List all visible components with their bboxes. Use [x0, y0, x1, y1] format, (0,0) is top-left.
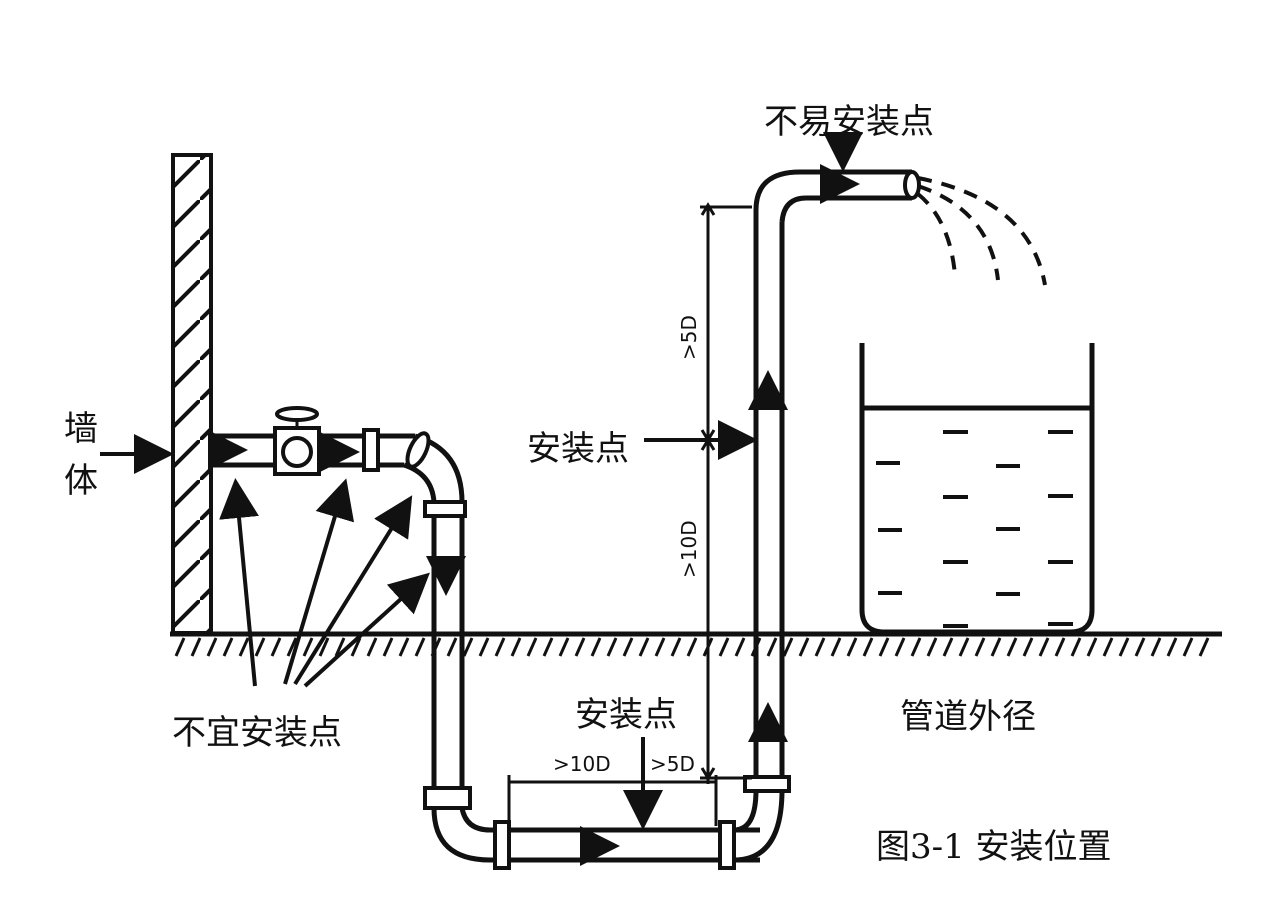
down-pipe: [423, 516, 472, 810]
ground-tick: [990, 637, 1002, 657]
ground-tick: [254, 637, 266, 657]
ground-tick: [462, 637, 474, 657]
ground-tick: [1198, 637, 1210, 657]
pointers: [100, 132, 863, 830]
rising-pipe: [748, 164, 1047, 777]
ground-tick: [1022, 637, 1034, 657]
ground-tick: [638, 637, 650, 657]
label-dim-5d-horizontal: >5D: [650, 752, 695, 776]
ground-tick: [974, 637, 986, 657]
ground-tick: [734, 637, 746, 657]
ground-tick: [190, 637, 202, 657]
ground-tick: [1118, 637, 1130, 657]
ground-tick: [606, 637, 618, 657]
ground-tick: [894, 637, 906, 657]
label-dim-10d-horizontal: >10D: [553, 752, 611, 776]
vertical-dimensions: [700, 202, 752, 784]
label-dim-5d-vertical: >5D: [677, 315, 701, 360]
water-tank: [859, 343, 1095, 635]
ground-tick: [686, 637, 698, 657]
bottom-pipe: [431, 775, 791, 870]
ground-tick: [1134, 637, 1146, 657]
ground-tick: [286, 637, 298, 657]
ground-tick: [798, 637, 810, 657]
horizontal-dimensions: [507, 775, 718, 826]
ground-tick: [862, 637, 874, 657]
ground-tick: [958, 637, 970, 657]
ground-tick: [878, 637, 890, 657]
ground-tick: [414, 637, 426, 657]
ground-tick: [1070, 637, 1082, 657]
ground-tick: [334, 637, 346, 657]
ground-tick: [574, 637, 586, 657]
ground-tick: [1182, 637, 1194, 657]
ground-tick: [1006, 637, 1018, 657]
ground-tick: [366, 637, 378, 657]
ground-tick: [622, 637, 634, 657]
ground-tick: [942, 637, 954, 657]
ground-tick: [766, 637, 778, 657]
ground-tick: [350, 637, 362, 657]
ground-tick: [446, 637, 458, 657]
ground-tick: [590, 637, 602, 657]
ground-tick: [206, 637, 218, 657]
label-install-point-horizontal: 安装点: [575, 695, 677, 735]
ground-tick: [174, 637, 186, 657]
ground-tick: [1166, 637, 1178, 657]
ground-tick: [1086, 637, 1098, 657]
ground: [170, 631, 1222, 657]
label-wall-2: 体: [64, 461, 98, 501]
ground-tick: [558, 637, 570, 657]
ground-tick: [926, 637, 938, 657]
ground-tick: [398, 637, 410, 657]
label-not-easy: 不易安装点: [764, 102, 934, 142]
ground-tick: [782, 637, 794, 657]
upper-pipe: [208, 406, 415, 476]
ground-tick: [910, 637, 922, 657]
elbow-down: [403, 431, 467, 518]
ground-tick: [1150, 637, 1162, 657]
ground-tick: [542, 637, 554, 657]
figure-caption: 图3-1 安装位置: [876, 827, 1112, 867]
label-pipe-outer-diameter: 管道外径: [900, 697, 1036, 737]
ground-tick: [318, 637, 330, 657]
ground-tick: [478, 637, 490, 657]
ground-tick: [270, 637, 282, 657]
ground-tick: [526, 637, 538, 657]
ground-tick: [510, 637, 522, 657]
wall: [171, 153, 213, 635]
label-dim-10d-vertical: >10D: [677, 520, 701, 578]
ground-tick: [1102, 637, 1114, 657]
label-wall-1: 墙: [64, 409, 98, 449]
ground-tick: [846, 637, 858, 657]
ground-tick: [382, 637, 394, 657]
ground-tick: [494, 637, 506, 657]
label-not-suitable: 不宜安装点: [172, 713, 342, 753]
ground-tick: [1038, 637, 1050, 657]
ground-tick: [302, 637, 314, 657]
ground-tick: [1054, 637, 1066, 657]
ground-tick: [222, 637, 234, 657]
ground-tick: [814, 637, 826, 657]
label-install-point-vertical: 安装点: [527, 429, 629, 469]
ground-tick: [654, 637, 666, 657]
ground-tick: [718, 637, 730, 657]
ground-tick: [670, 637, 682, 657]
ground-tick: [830, 637, 842, 657]
ground-tick: [238, 637, 250, 657]
